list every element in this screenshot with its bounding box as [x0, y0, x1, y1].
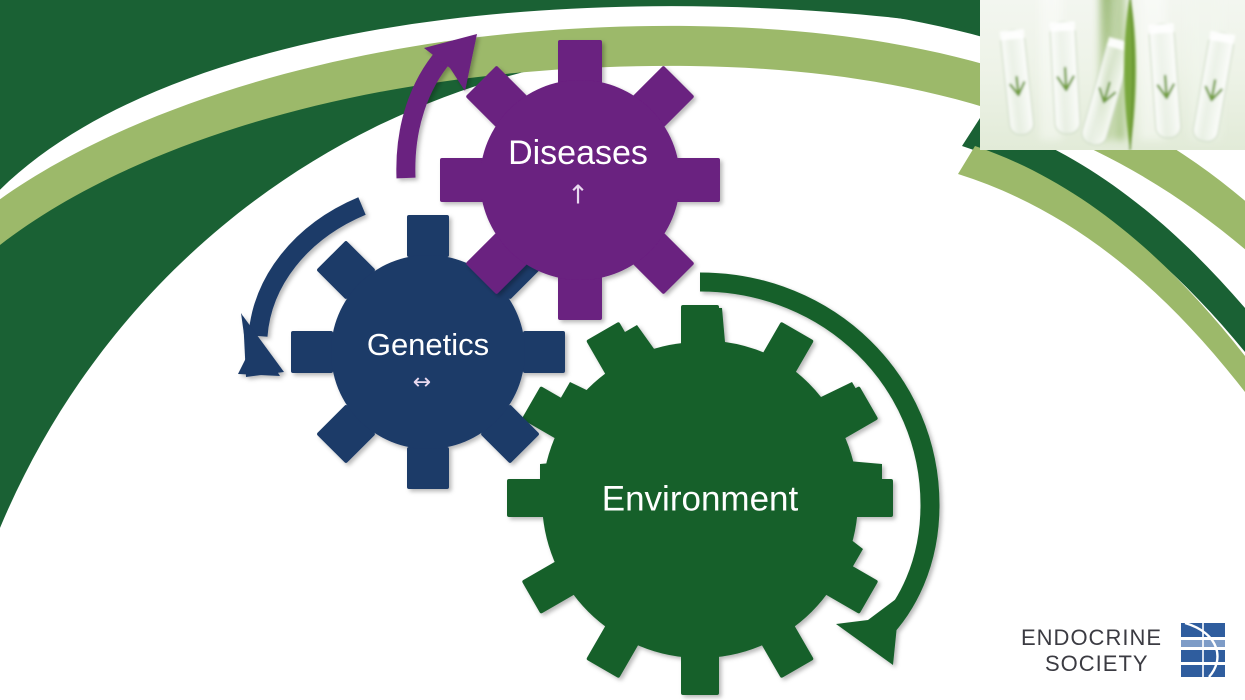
up-arrow-glyph: ↑ — [567, 181, 589, 211]
left-right-arrow-glyph: ↔ — [413, 370, 431, 395]
test-tubes-photo — [980, 0, 1245, 150]
gear-genetics[interactable]: Genetics ↔ — [291, 215, 565, 489]
environment-curved-arrow — [699, 272, 940, 665]
gear-genetics-label: Genetics — [367, 327, 489, 362]
logo-line2: SOCIETY — [1045, 651, 1149, 676]
white-separator — [0, 0, 1245, 201]
sage-green-swoosh — [0, 21, 1245, 250]
genetics-curved-arrow — [238, 197, 366, 377]
test-tubes-photo-svg — [980, 0, 1245, 150]
logo-svg: ENDOCRINE SOCIETY — [1021, 621, 1225, 678]
gear-environment-label: Environment — [602, 479, 799, 518]
endocrine-society-globe-mark — [1181, 621, 1225, 678]
gear-environment[interactable]: Environment — [507, 305, 893, 695]
endocrine-society-logo: ENDOCRINE SOCIETY — [1019, 619, 1231, 686]
logo-line1: ENDOCRINE — [1021, 625, 1162, 650]
gear-diseases-label: Diseases — [508, 134, 648, 172]
gear-diseases[interactable]: Diseases ↑ — [440, 40, 720, 320]
diseases-curved-arrow — [396, 34, 477, 179]
right-arc-band-sage — [958, 146, 1245, 392]
